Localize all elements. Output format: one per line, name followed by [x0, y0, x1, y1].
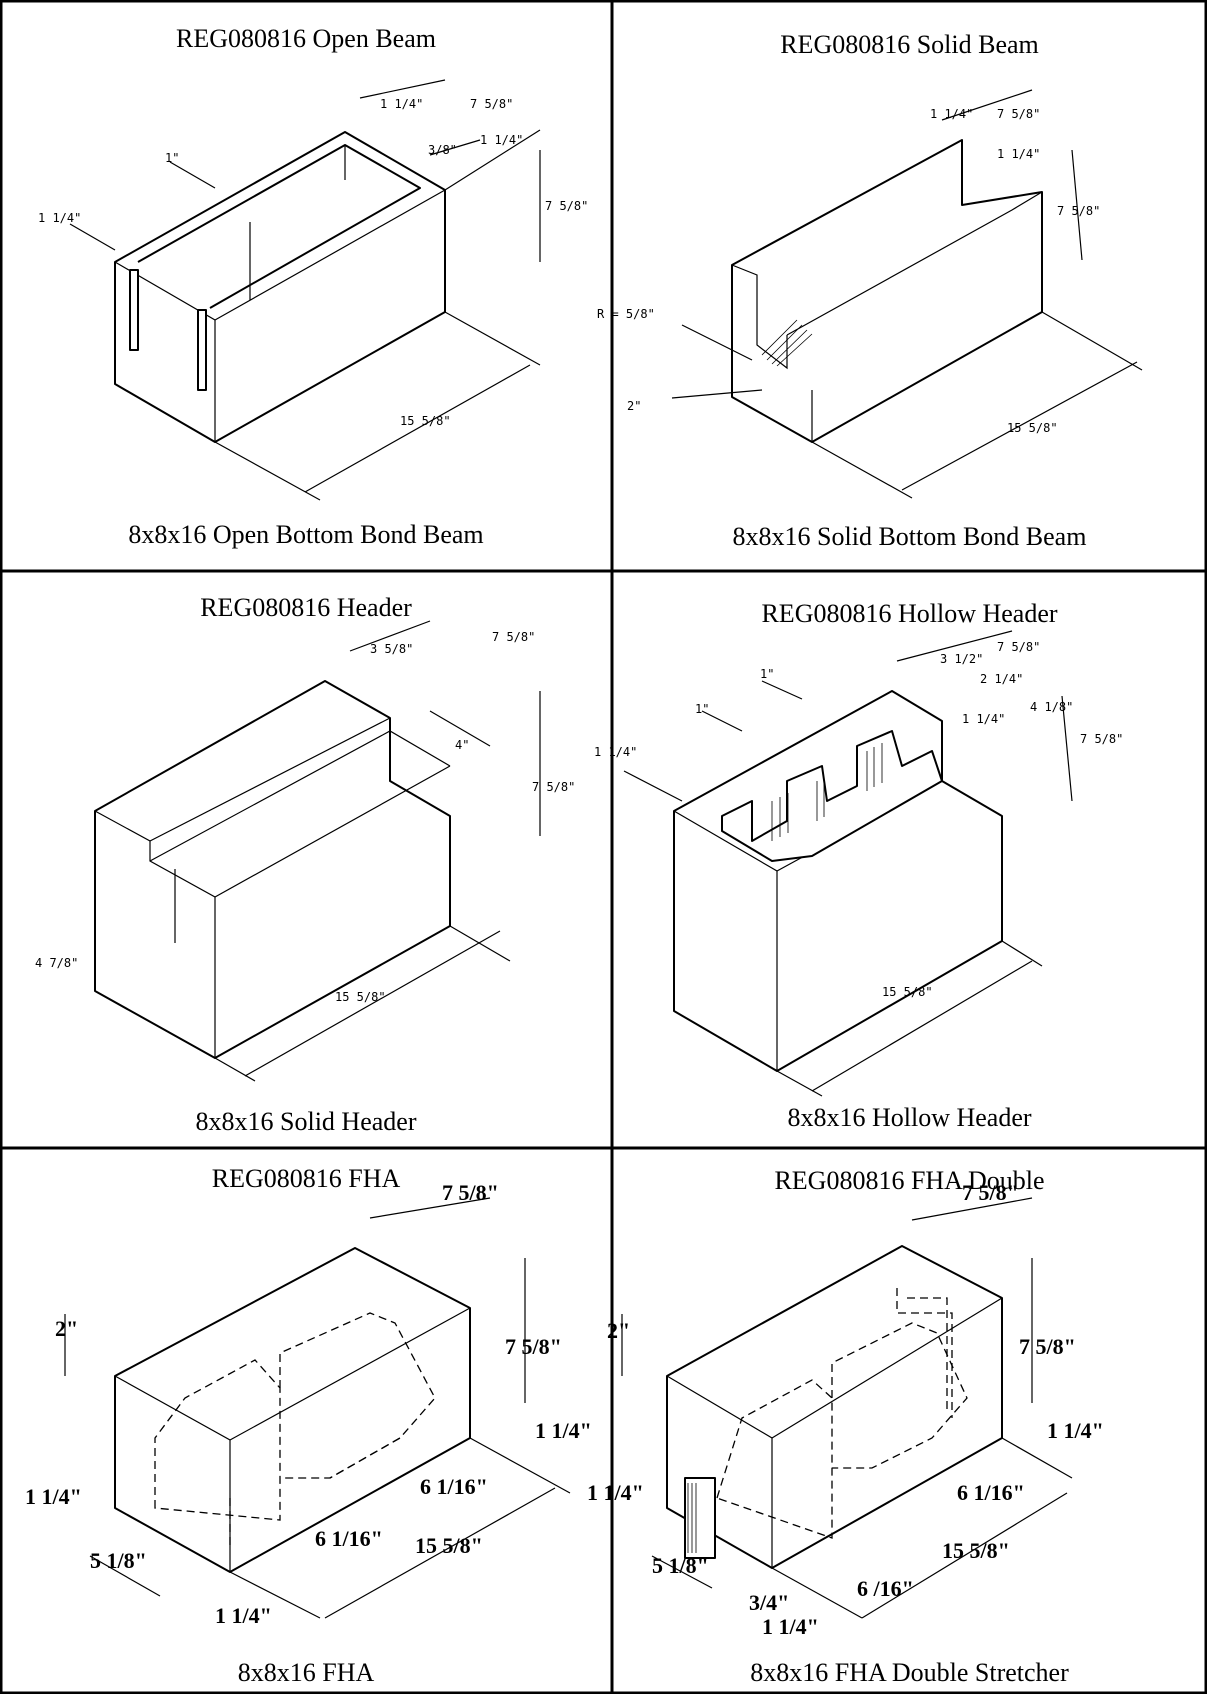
dim-label: 7 5/8" — [1057, 204, 1100, 218]
dim-label: 1 1/4" — [762, 1614, 819, 1639]
dim-label: 1 1/4" — [38, 211, 81, 225]
dim-label: 7 5/8" — [1019, 1334, 1076, 1359]
dim-label: 7 5/8" — [442, 1180, 499, 1205]
dim-label: 6 1/16" — [315, 1526, 383, 1551]
panel-fha: REG080816 FHA 7 5/8" 2" 7 5/8" 1 1/4" 1 … — [0, 1148, 612, 1694]
dim-label: 1 1/4" — [380, 97, 423, 111]
panel-caption: 8x8x16 Solid Bottom Bond Beam — [732, 522, 1087, 551]
dim-label: 1" — [165, 151, 179, 165]
dim-label: 15 5/8" — [1007, 421, 1058, 435]
dim-label: 4 7/8" — [35, 956, 78, 970]
dim-label: 7 5/8" — [505, 1334, 562, 1359]
dim-label: 7 5/8" — [492, 630, 535, 644]
dim-label: 5 1/8" — [90, 1548, 147, 1573]
open-beam-drawing: 1 1/4" 7 5/8" 3/8" 1 1/4" 1" 7 5/8" 1 1/… — [38, 79, 588, 501]
dim-label: 3/4" — [749, 1590, 789, 1615]
panel-caption: 8x8x16 Open Bottom Bond Beam — [128, 520, 484, 549]
panel-hollow-header: REG080816 Hollow Header 3 1/2" 7 5/8" 2 … — [594, 571, 1207, 1148]
dim-label: 7 5/8" — [1080, 732, 1123, 746]
dim-label: 7 5/8" — [997, 107, 1040, 121]
dim-label: 1 1/4" — [25, 1484, 82, 1509]
dim-label: 1 1/4" — [962, 712, 1005, 726]
dim-label: 1 1/4" — [480, 133, 523, 147]
dim-label: 15 5/8" — [882, 985, 933, 999]
dim-label: 1 1/4" — [535, 1418, 592, 1443]
dim-label: 1" — [760, 667, 774, 681]
solid-beam-drawing: 1 1/4" 7 5/8" 1 1/4" 7 5/8" R = 5/8" 2" … — [597, 89, 1143, 499]
panel-solid-beam: REG080816 Solid Beam 1 1/4" 7 5/8" 1 1/4… — [597, 0, 1207, 571]
dim-label: 2" — [627, 399, 641, 413]
panel-open-beam: REG080816 Open Beam 1 1/4" 7 5/8" 3/8" 1… — [0, 0, 612, 571]
dim-label: 7 5/8" — [997, 640, 1040, 654]
dim-label: 15 5/8" — [942, 1538, 1010, 1563]
hollow-header-drawing: 3 1/2" 7 5/8" 2 1/4" 1" 4 1/8" 1" 1 1/4"… — [594, 630, 1123, 1097]
dim-label: 1" — [695, 702, 709, 716]
dim-label: 7 5/8" — [962, 1180, 1019, 1205]
dim-label: 1 1/4" — [930, 107, 973, 121]
dim-label: 6 1/16" — [957, 1480, 1025, 1505]
panel-title: REG080816 Open Beam — [176, 24, 436, 53]
dim-label: 15 5/8" — [415, 1533, 483, 1558]
dim-label: 1 1/4" — [587, 1480, 644, 1505]
dim-label: 3/8" — [428, 143, 457, 157]
panel-title: REG080816 Solid Beam — [780, 30, 1039, 59]
panel-header: REG080816 Header 3 5/8" 7 5/8" 4" 7 5/8"… — [0, 571, 612, 1148]
dim-label: 7 5/8" — [470, 97, 513, 111]
dim-label: 1 1/4" — [594, 745, 637, 759]
dim-label: 7 5/8" — [532, 780, 575, 794]
fha-double-drawing: 7 5/8" 2" 7 5/8" 1 1/4" 1 1/4" 6 1/16" 1… — [587, 1180, 1104, 1639]
panel-fha-double: REG080816 FHA Double 7 5/8" 2" 7 5/8" 1 … — [587, 1148, 1207, 1694]
dim-label: 6 1/16" — [420, 1474, 488, 1499]
dim-label: 4" — [455, 738, 469, 752]
dim-label: 6 /16" — [857, 1576, 914, 1601]
panel-title: REG080816 Header — [200, 593, 412, 622]
dim-label: 1 1/4" — [215, 1603, 272, 1628]
dim-label: 5 1/8" — [652, 1553, 709, 1578]
dim-label: 1 1/4" — [997, 147, 1040, 161]
header-drawing: 3 5/8" 7 5/8" 4" 7 5/8" 15 5/8" 4 7/8" — [35, 620, 575, 1082]
dim-label: 15 5/8" — [335, 990, 386, 1004]
dim-label: 7 5/8" — [545, 199, 588, 213]
dim-label: 2" — [55, 1316, 78, 1341]
dim-label: R = 5/8" — [597, 307, 655, 321]
panel-title: REG080816 Hollow Header — [761, 599, 1058, 628]
fha-drawing: 7 5/8" 2" 7 5/8" 1 1/4" 1 1/4" 6 1/16" 1… — [25, 1180, 592, 1628]
panel-caption: 8x8x16 FHA — [237, 1658, 375, 1687]
dim-label: 15 5/8" — [400, 414, 451, 428]
dim-label: 1 1/4" — [1047, 1418, 1104, 1443]
dim-label: 3 5/8" — [370, 642, 413, 656]
panel-caption: 8x8x16 FHA Double Stretcher — [750, 1658, 1069, 1687]
dim-label: 3 1/2" — [940, 652, 983, 666]
dim-label: 4 1/8" — [1030, 700, 1073, 714]
panel-title: REG080816 FHA — [211, 1164, 401, 1193]
panel-caption: 8x8x16 Solid Header — [195, 1107, 417, 1136]
panel-title: REG080816 FHA Double — [774, 1166, 1045, 1195]
dim-label: 2 1/4" — [980, 672, 1023, 686]
dim-label: 2" — [607, 1318, 630, 1343]
panel-caption: 8x8x16 Hollow Header — [787, 1103, 1032, 1132]
